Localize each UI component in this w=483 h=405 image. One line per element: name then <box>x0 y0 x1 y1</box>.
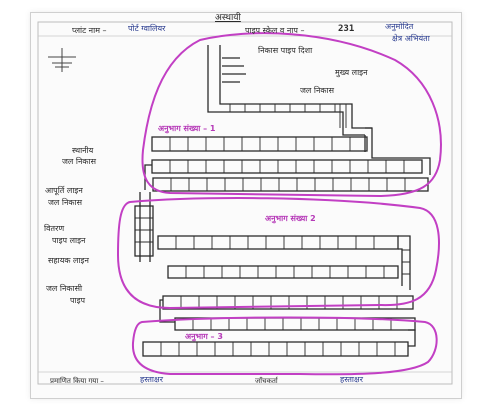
plant-name-label: प्लांट नाम – <box>72 26 107 35</box>
zone-2-outline <box>116 197 440 310</box>
left-note-8: जल निकासी <box>46 284 83 293</box>
left-note-6: पाइप लाइन <box>52 236 86 245</box>
left-note-7: सहायक लाइन <box>48 256 89 265</box>
left-note-5: वितरण <box>44 224 65 233</box>
zone-3-label: अनुभाग – 3 <box>185 332 223 341</box>
cross-mark-icon <box>48 48 76 72</box>
left-note-4: जल निकास <box>48 198 83 207</box>
footer-left-signature: हस्ताक्षर <box>140 375 163 384</box>
footer-right-signature: हस्ताक्षर <box>340 375 363 384</box>
left-note-1: स्थानीय <box>72 146 94 155</box>
right-note-1: निकास पाइप दिशा <box>258 46 313 55</box>
zone-3-outline <box>131 316 438 376</box>
zone-2-label: अनुभाग संख्या 2 <box>265 214 316 223</box>
left-note-9: पाइप <box>70 296 86 305</box>
footer-right-label: जाँचकर्ता <box>255 377 278 385</box>
brick-segments <box>135 104 410 356</box>
pipe-run <box>134 45 431 357</box>
zone-1-outline <box>141 32 442 198</box>
footer-left-label: प्रमाणित किया गया – <box>50 377 104 385</box>
plant-name-value: पोर्ट ग्वालियर <box>128 24 166 33</box>
left-note-3: आपूर्ति लाइन <box>45 186 83 195</box>
right-note-2: मुख्य लाइन <box>335 68 368 77</box>
top-right-note-1: अनुमोदित <box>385 22 414 31</box>
sheet-number: 231 <box>338 24 355 34</box>
top-right-note-2: क्षेत्र अभियंता <box>392 34 430 43</box>
zone-outlines <box>116 32 442 376</box>
left-note-2: जल निकास <box>62 157 97 166</box>
right-note-3: जल निकास <box>300 86 335 95</box>
zone-1-label: अनुभाग संख्या – 1 <box>158 124 216 133</box>
sheet-title: अस्थायी <box>215 13 241 23</box>
pipe-scale-label: पाइप स्केल व नाप – <box>245 26 305 35</box>
